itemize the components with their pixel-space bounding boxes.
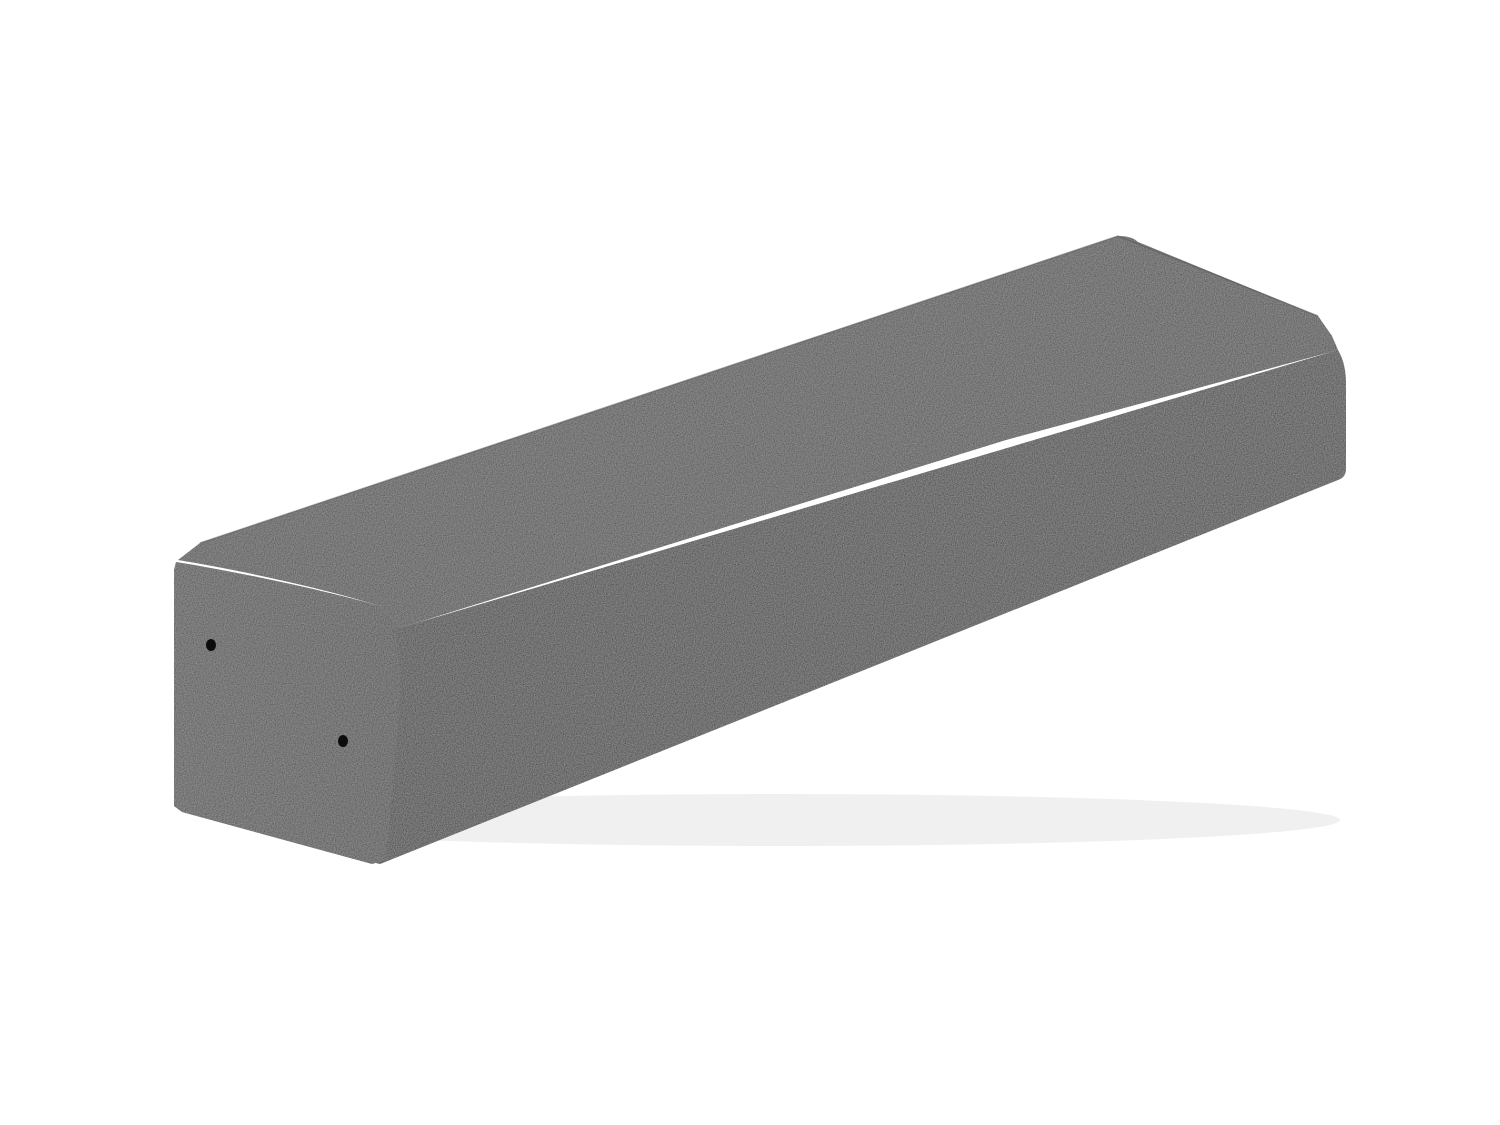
foam-block bbox=[174, 236, 1346, 864]
block-end-face bbox=[174, 562, 401, 864]
mounting-hole-upper bbox=[206, 639, 216, 651]
block-top-edge-highlight bbox=[199, 235, 1319, 544]
block-front-face bbox=[372, 350, 1346, 864]
mounting-hole-lower bbox=[338, 735, 348, 747]
block-top-face bbox=[178, 236, 1338, 628]
